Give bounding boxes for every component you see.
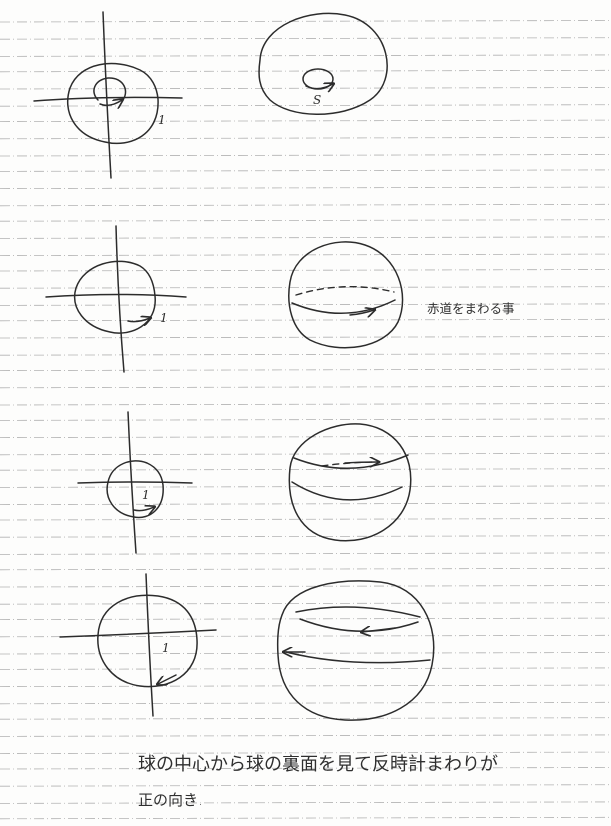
ruled-line xyxy=(0,436,611,438)
ruled-line xyxy=(0,486,611,488)
ruled-line xyxy=(0,386,611,388)
axis-horizontal xyxy=(34,97,182,101)
sphere-point-label: S xyxy=(313,93,321,107)
handwritten-note: 球の中心から球の裏面を見て反時計まわりが 正の向き. xyxy=(138,754,498,809)
sphere-outline xyxy=(278,581,434,720)
ruled-line xyxy=(0,404,611,406)
ruled-line xyxy=(0,88,611,90)
unit-circle xyxy=(68,64,158,144)
ruled-line xyxy=(0,419,611,421)
note-line-2: 正の向き. xyxy=(138,791,203,809)
figure-2: 1 赤道をまわる事 xyxy=(46,226,515,372)
unit-circle xyxy=(75,261,156,333)
circle-arrow xyxy=(158,675,176,684)
figure-3-sphere xyxy=(289,424,410,541)
ruled-line xyxy=(0,469,611,471)
ruled-line xyxy=(0,204,611,206)
figure-3: 1 xyxy=(78,412,411,553)
point-label: 1 xyxy=(160,311,168,325)
ruled-line xyxy=(0,38,611,40)
sphere-outline xyxy=(289,242,403,348)
ruled-line xyxy=(0,503,611,505)
ruled-line xyxy=(0,187,611,189)
upper-circle-arrow xyxy=(362,628,395,632)
figure-1-plane: 1 xyxy=(34,12,182,178)
circle-arrow xyxy=(134,507,154,511)
ruled-line xyxy=(0,519,611,521)
axis-horizontal xyxy=(78,482,192,483)
note-line-1: 球の中心から球の裏面を見て反時計まわりが xyxy=(138,754,498,775)
ruled-line xyxy=(0,155,611,157)
ruled-line xyxy=(0,603,611,605)
ruled-line xyxy=(0,55,611,57)
ruled-line xyxy=(0,702,611,704)
ruled-line xyxy=(0,568,611,570)
lower-circle xyxy=(292,482,402,500)
ruled-line xyxy=(0,354,611,356)
ruled-line xyxy=(0,735,611,737)
ruled-line xyxy=(0,21,611,23)
circle-arrow xyxy=(128,318,150,322)
figure-1: 1 S xyxy=(34,12,387,178)
ruled-line xyxy=(0,586,611,588)
equator-back xyxy=(296,287,394,295)
ruled-line xyxy=(0,319,611,321)
upper-circle-arrow xyxy=(345,462,378,463)
ruled-line xyxy=(0,718,611,720)
upper-circle xyxy=(296,607,420,617)
ruled-line xyxy=(0,553,611,555)
ruled-line xyxy=(0,120,611,122)
figure-3-plane: 1 xyxy=(78,412,192,553)
ruled-line xyxy=(0,70,611,72)
figure-2-plane: 1 xyxy=(46,226,186,372)
ruled-line xyxy=(0,668,611,670)
sphere-outline xyxy=(259,13,387,114)
ruled-line xyxy=(0,653,611,655)
ruled-line xyxy=(0,270,611,272)
figure-4-plane: 1 xyxy=(60,574,216,716)
figure-4: 1 xyxy=(60,574,434,720)
point-label: 1 xyxy=(142,488,150,502)
unit-circle xyxy=(107,461,163,518)
ruled-lines xyxy=(0,21,611,819)
point-label: 1 xyxy=(162,641,170,655)
axis-vertical xyxy=(116,226,124,372)
ruled-line xyxy=(0,453,611,455)
sphere-annotation: 赤道をまわる事 xyxy=(427,301,515,316)
ruled-line xyxy=(0,817,611,819)
axis-vertical xyxy=(103,12,111,178)
point-label: 1 xyxy=(158,113,166,127)
ruled-line xyxy=(0,802,611,804)
ruled-line xyxy=(0,237,611,239)
ruled-line xyxy=(0,785,611,787)
ruled-line xyxy=(0,536,611,538)
figure-1-sphere: S xyxy=(259,13,387,114)
small-circle-arrow xyxy=(100,100,122,105)
ruled-line xyxy=(0,220,611,222)
ruled-line xyxy=(0,170,611,172)
figure-2-sphere: 赤道をまわる事 xyxy=(289,242,515,348)
upper-circle-inner xyxy=(300,619,418,631)
axis-horizontal xyxy=(46,295,186,298)
upper-circle-front xyxy=(294,455,408,468)
ruled-line xyxy=(0,618,611,620)
ruled-line xyxy=(0,685,611,687)
ruled-line xyxy=(0,304,611,306)
figure-4-sphere xyxy=(278,581,434,720)
sphere-outline xyxy=(289,424,410,541)
ruled-line xyxy=(0,287,611,289)
ruled-line xyxy=(0,369,611,371)
equator-front xyxy=(292,300,395,313)
ruled-line xyxy=(0,105,611,107)
